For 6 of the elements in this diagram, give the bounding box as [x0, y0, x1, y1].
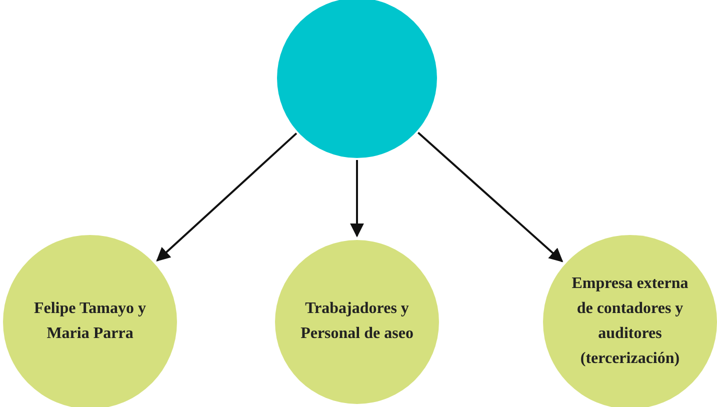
arrow: [156, 132, 298, 262]
node-label: Empresa externa de contadores y auditores (tercerización): [570, 274, 690, 369]
arrow: [417, 132, 564, 262]
node-label: Trabajadores y Personal de aseo: [300, 299, 414, 344]
node-label: Felipe Tamayo y Maria Parra: [32, 299, 147, 344]
arrow: [350, 160, 364, 238]
